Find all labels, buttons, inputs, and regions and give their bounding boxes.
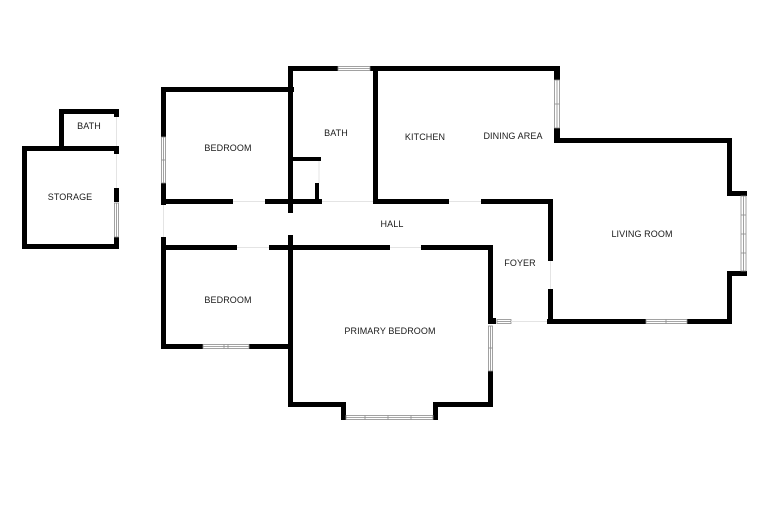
room-label-bath-small: BATH bbox=[77, 121, 101, 131]
room-label-storage: STORAGE bbox=[47, 192, 93, 202]
house-windows bbox=[161, 66, 747, 420]
room-label-foyer: FOYER bbox=[504, 258, 536, 268]
room-label-bath-main: BATH bbox=[324, 128, 348, 138]
room-label-bedroom-1: BEDROOM bbox=[204, 143, 252, 153]
room-label-primary-bedroom: PRIMARY BEDROOM bbox=[344, 326, 436, 336]
room-label-hall: HALL bbox=[380, 219, 404, 229]
outbuilding-walls bbox=[22, 109, 119, 249]
room-label-kitchen: KITCHEN bbox=[404, 132, 446, 142]
room-label-bedroom-2: BEDROOM bbox=[204, 295, 252, 305]
room-label-dining-area: DINING AREA bbox=[483, 131, 543, 141]
door-openings bbox=[116, 117, 551, 322]
room-label-living-room: LIVING ROOM bbox=[611, 229, 673, 239]
house-walls bbox=[161, 66, 747, 420]
outbuilding-windows bbox=[114, 202, 119, 238]
